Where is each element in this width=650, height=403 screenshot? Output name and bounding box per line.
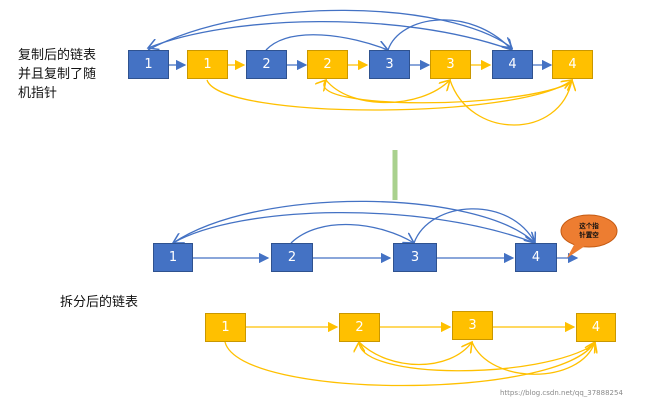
node-original: 2 bbox=[246, 50, 287, 79]
copy-random-arrows bbox=[224, 342, 595, 387]
node-copy: 3 bbox=[430, 50, 471, 79]
caption-line: 机指针 bbox=[18, 86, 58, 101]
callout-text: 这个指 针置空 bbox=[569, 222, 609, 240]
node-copy: 2 bbox=[339, 313, 380, 342]
callout-line: 这个指 bbox=[579, 222, 599, 230]
caption-line: 并且复制了随 bbox=[18, 67, 97, 82]
node-original: 2 bbox=[271, 243, 313, 272]
node-copy: 1 bbox=[205, 313, 246, 342]
node-original: 3 bbox=[393, 243, 437, 272]
split-list-caption: 拆分后的链表 bbox=[60, 295, 139, 310]
node-original: 1 bbox=[153, 243, 193, 272]
callout-line: 针置空 bbox=[579, 231, 599, 239]
node-copy: 3 bbox=[452, 311, 493, 340]
copied-random-arrows-original bbox=[148, 9, 512, 50]
copied-random-arrows-copy bbox=[206, 80, 572, 126]
caption-line: 复制后的链表 bbox=[18, 48, 97, 63]
copied-list-caption: 复制后的链表 并且复制了随 机指针 bbox=[18, 46, 96, 103]
node-original: 4 bbox=[515, 243, 557, 272]
node-original: 3 bbox=[369, 50, 410, 79]
original-random-arrows bbox=[173, 200, 535, 243]
node-copy: 4 bbox=[576, 313, 616, 342]
node-copy: 2 bbox=[307, 50, 348, 79]
node-copy: 4 bbox=[552, 50, 593, 79]
watermark: https://blog.csdn.net/qq_37888254 bbox=[500, 389, 623, 397]
null-pointer-callout bbox=[560, 214, 618, 258]
node-copy: 1 bbox=[187, 50, 228, 79]
node-original: 4 bbox=[492, 50, 533, 79]
node-original: 1 bbox=[128, 50, 169, 79]
